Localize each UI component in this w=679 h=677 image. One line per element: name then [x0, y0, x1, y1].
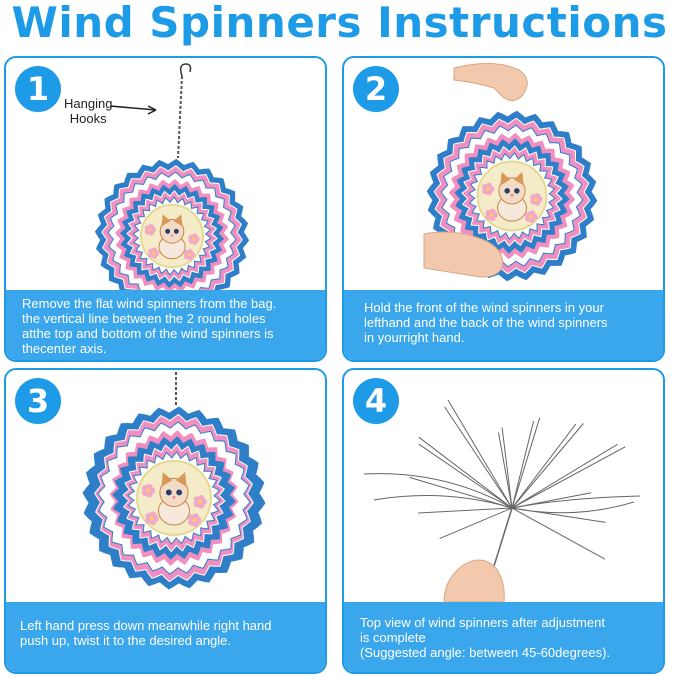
step-3-panel: 3 Left hand press down meanwhile right h… — [4, 368, 327, 674]
step-number-badge: 3 — [15, 378, 61, 424]
step-caption: Hold the front of the wind spinners in y… — [344, 290, 663, 360]
hand-icon — [443, 559, 505, 603]
wind-spinner-icon — [94, 158, 250, 314]
hand-icon — [453, 62, 528, 102]
hook-label-line: Hanging — [64, 96, 113, 111]
hanging-hooks-label: Hanging Hooks — [64, 96, 112, 126]
caption-line: Remove the flat wind spinners from the b… — [22, 296, 277, 311]
hand-icon — [423, 231, 504, 278]
wind-spinner-icon — [82, 406, 266, 590]
flat-spinner-illustration — [94, 63, 250, 314]
caption-line: atthe top and bottom of the wind spinner… — [22, 326, 274, 341]
step-caption: Remove the flat wind spinners from the b… — [6, 290, 325, 360]
caption-line: is complete — [360, 630, 426, 645]
step-1-panel: 1 Hanging Hooks Remove the flat wind spi… — [4, 56, 327, 362]
step-caption: Top view of wind spinners after adjustme… — [344, 602, 663, 672]
caption-line: Left hand press down meanwhile right han… — [20, 618, 272, 633]
step-number-badge: 4 — [353, 378, 399, 424]
spinner-top-view-illustration — [363, 399, 641, 603]
hook-label-line: Hooks — [69, 111, 107, 126]
caption-line: (Suggested angle: between 45-60degrees). — [360, 645, 611, 660]
wind-spinner-icon — [426, 110, 598, 282]
step-caption: Left hand press down meanwhile right han… — [6, 602, 325, 672]
top-view-wires — [363, 399, 641, 567]
twisted-spinner-illustration — [82, 372, 266, 590]
step-number-badge: 1 — [15, 66, 61, 112]
step-4-panel: 4 Top view of wind spinners after adjust… — [342, 368, 665, 674]
hook-icon — [179, 63, 192, 77]
caption-line: push up, twist it to the desired angle. — [20, 633, 232, 648]
caption-line: thecenter axis. — [22, 341, 107, 356]
caption-line: the vertical line between the 2 round ho… — [22, 311, 266, 326]
caption-line: Top view of wind spinners after adjustme… — [360, 615, 605, 630]
caption-line: Hold the front of the wind spinners in y… — [364, 300, 604, 315]
step-2-panel: 2 Hold the front of the wind spinners in… — [342, 56, 665, 362]
caption-line: in yourright hand. — [364, 330, 465, 345]
step-number-badge: 2 — [353, 66, 399, 112]
page-title: Wind Spinners Instructions — [11, 0, 668, 47]
caption-line: lefthand and the back of the wind spinne… — [364, 315, 608, 330]
hands-holding-spinner-illustration — [423, 62, 598, 282]
